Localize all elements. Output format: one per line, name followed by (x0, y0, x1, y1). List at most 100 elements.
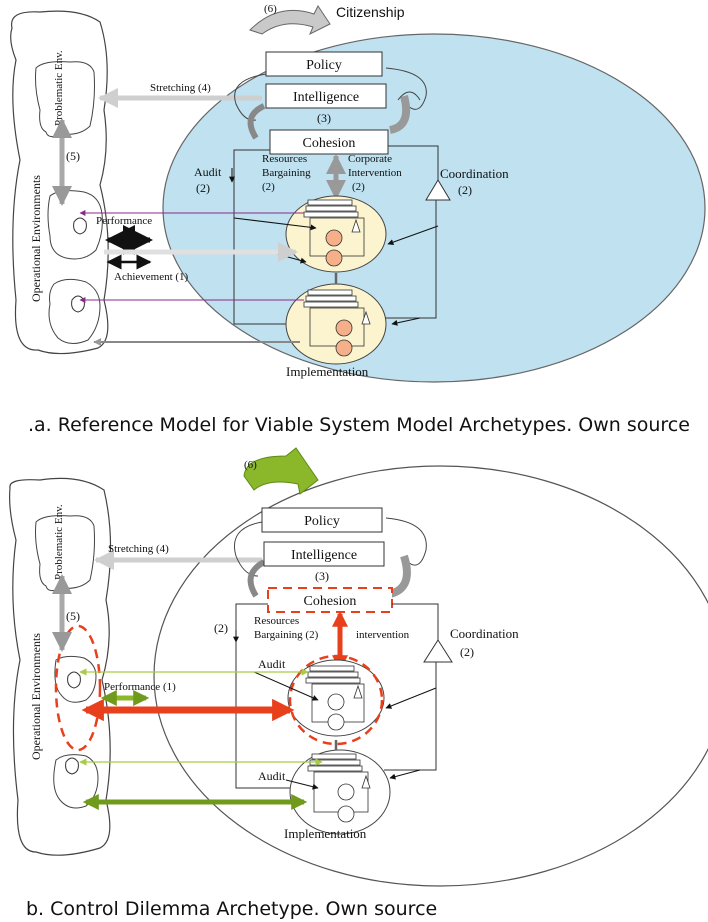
intelligence-label: Intelligence (293, 90, 359, 105)
intelligence-box (265, 83, 387, 109)
cycle-six-label-b: (6) (244, 459, 257, 471)
audit-label: Audit (194, 165, 222, 179)
problematic-env-label-b: Problematic Env. (53, 504, 65, 580)
inner-cell-icon (71, 295, 85, 313)
cohesion-label: Cohesion (303, 136, 356, 151)
cycle-six-arrow-b (243, 447, 319, 495)
audit-arrow-into-unit (233, 217, 317, 231)
intelligence-cohesion-curve-left (247, 103, 266, 140)
intelligence-cohesion-curve-right (388, 94, 411, 134)
diagram-b: (6) Problematic Env. Operational Environ… (9, 447, 708, 887)
coordination-arrow-2-b (389, 769, 421, 780)
audit-bottom-label-b: Audit (258, 769, 286, 783)
policy-loop-right (385, 67, 427, 110)
operational-environments-label-b: Operational Environments (29, 633, 43, 760)
operational-unit-shape-b1 (54, 655, 97, 703)
operational-unit-1 (285, 195, 387, 273)
control-dilemma-env-highlight (54, 624, 102, 752)
viable-system-circle (162, 33, 706, 383)
node-icon (327, 713, 345, 731)
resources-label-b: Resources (254, 615, 299, 627)
node-icon (337, 805, 355, 823)
operational-unit-shape-2 (48, 278, 101, 344)
corporate-label: Corporate (348, 153, 392, 165)
node-icon (335, 339, 353, 357)
stretching-label-b: Stretching (4) (108, 543, 169, 555)
performance-label-b: Performance (1) (104, 681, 176, 693)
loop-arrow-outline (397, 91, 421, 101)
operational-unit-b2 (289, 749, 391, 835)
inner-cell-icon (65, 757, 79, 775)
coordination-channel-b (392, 603, 439, 640)
problematic-env-shape (35, 61, 95, 138)
performance-label: Performance (96, 215, 152, 227)
implementation-label: Implementation (286, 364, 369, 379)
five-label: (5) (66, 149, 80, 163)
node-icon (325, 229, 343, 247)
audit-top-arrow-b (253, 671, 319, 701)
operational-unit-shape-1 (47, 190, 103, 260)
coordination-triangle (425, 179, 451, 201)
three-label-b: (3) (315, 569, 329, 583)
operational-environments-label: Operational Environments (29, 175, 43, 302)
intelligence-cohesion-curve-right-b (388, 554, 411, 598)
coordination-line-right (384, 200, 437, 319)
bargaining-label: Bargaining (262, 167, 311, 179)
policy-box-b (261, 507, 383, 533)
intelligence-box-b (263, 541, 385, 567)
intelligence-label-b: Intelligence (291, 548, 357, 563)
audit-channel-left-b (235, 603, 296, 789)
coordination-arrow-2 (391, 317, 421, 326)
audit-channel-left (233, 149, 296, 325)
caption-b: b. Control Dilemma Archetype. Own source (26, 898, 438, 920)
problematic-env-label: Problematic Env. (53, 50, 65, 126)
five-label-b: (5) (66, 609, 80, 623)
coordination-label-b: Coordination (450, 626, 519, 641)
coordination-num-label: (2) (458, 183, 472, 197)
three-label: (3) (317, 111, 331, 125)
policy-loop-right-b (385, 517, 427, 566)
intervention-label-b: intervention (356, 629, 410, 641)
audit-top-label-b: Audit (258, 657, 286, 671)
achievement-label: Achievement (1) (114, 271, 189, 283)
node-icon (325, 249, 343, 267)
bargaining-label-b: Bargaining (2) (254, 629, 319, 641)
cycle-six-label: (6) (264, 3, 277, 15)
policy-box (265, 51, 383, 77)
inner-cell-icon (73, 217, 87, 235)
citizenship-label: Citizenship (336, 4, 405, 20)
intervention-label: Intervention (348, 167, 402, 179)
viable-system-circle-b (153, 465, 708, 887)
node-icon (335, 319, 353, 337)
policy-label-b: Policy (304, 514, 340, 529)
node-icon (337, 783, 355, 801)
operational-unit-2 (285, 283, 387, 365)
resources-label: Resources (262, 153, 307, 165)
coordination-line-right-b (384, 662, 437, 771)
left-num-label-b: (2) (214, 621, 228, 635)
policy-label: Policy (306, 58, 342, 73)
cohesion-box-b (267, 587, 393, 613)
diagram-a: (6) Citizenship Problematic Env. Operati… (10, 3, 706, 383)
cohesion-label-b: Cohesion (304, 594, 357, 609)
resources-num-label: (2) (262, 181, 275, 193)
stretching-label: Stretching (4) (150, 82, 211, 94)
coordination-arrow-1-b (385, 687, 437, 709)
corporate-num-label: (2) (352, 181, 365, 193)
operational-unit-b1 (287, 659, 385, 737)
node-icon (327, 693, 345, 711)
implementation-label-b: Implementation (284, 826, 367, 841)
coordination-num-label-b: (2) (460, 645, 474, 659)
caption-a: .a. Reference Model for Viable System Mo… (28, 414, 690, 436)
audit-num-label: (2) (196, 181, 210, 195)
coordination-arrow-1 (387, 225, 439, 245)
coordination-triangle-b (423, 639, 453, 663)
problematic-env-shape-b (35, 515, 95, 592)
audit-bottom-arrow-b (285, 779, 319, 790)
intelligence-cohesion-curve-left-b (247, 559, 266, 598)
citizenship-arrow (249, 5, 331, 36)
coordination-channel (388, 145, 439, 180)
coordination-label: Coordination (440, 166, 509, 181)
inner-cell-icon (67, 671, 81, 689)
